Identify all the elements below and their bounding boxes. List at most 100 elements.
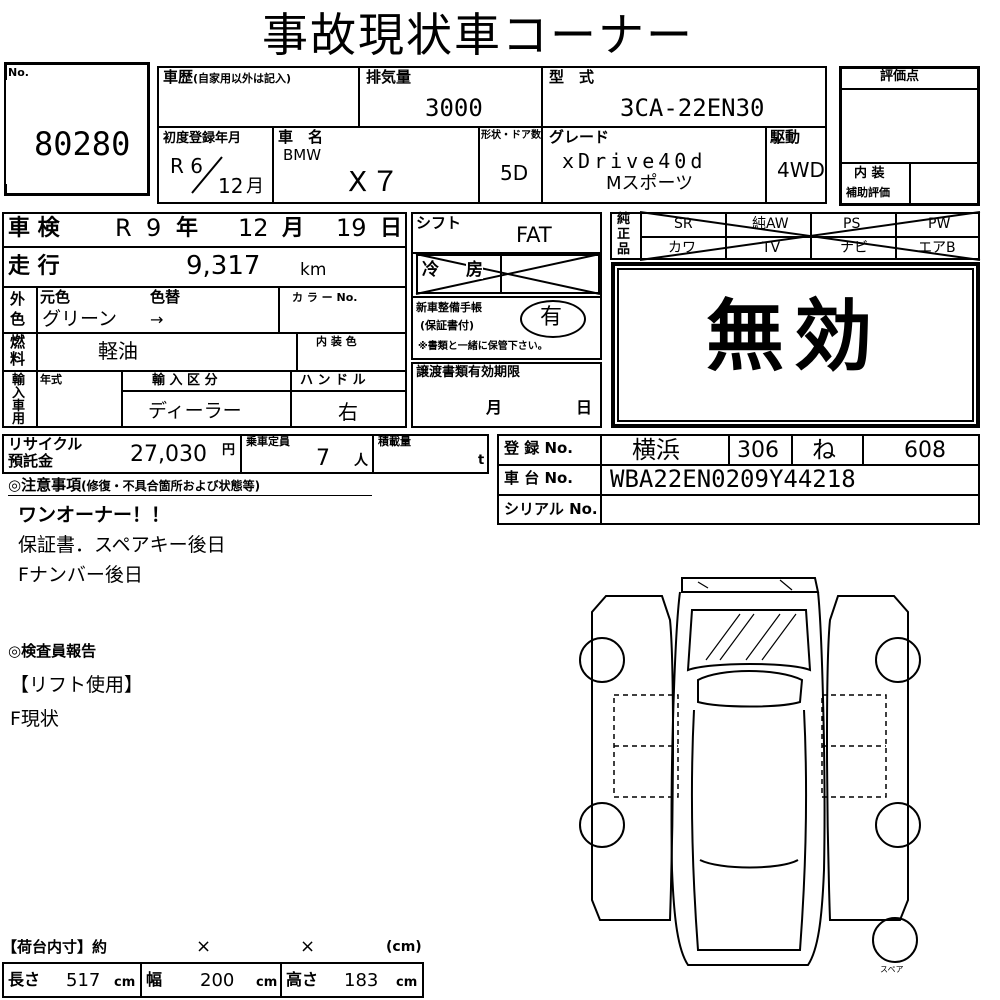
car-name-label: 車 名 bbox=[278, 128, 324, 146]
equipment-cross bbox=[639, 211, 981, 261]
grade-line1: xDrive40d bbox=[562, 149, 707, 173]
car-diagram: スペア bbox=[579, 577, 921, 974]
registration-label: 登 録 No. bbox=[504, 439, 574, 457]
equip-navi: ナビ bbox=[840, 240, 868, 256]
no-label: No. bbox=[8, 66, 29, 79]
ac-cross bbox=[415, 253, 601, 295]
registration-number: 608 bbox=[904, 438, 946, 463]
mileage-value: 9,317 bbox=[186, 251, 261, 281]
equip-side-2: 正 bbox=[617, 227, 631, 242]
inspector-line-1: 【リフト使用】 bbox=[10, 674, 144, 696]
equip-pw: PW bbox=[928, 216, 951, 232]
invalid-stamp-box bbox=[611, 262, 980, 428]
color-code-label: カ ラ ー No. bbox=[292, 291, 358, 304]
note-line-1: ワンオーナー！！ bbox=[18, 504, 171, 526]
warranty-note: ※書類と一緒に保管下さい。 bbox=[418, 341, 548, 352]
load-label: 積載量 bbox=[378, 435, 411, 448]
cargo-x2: × bbox=[300, 936, 316, 957]
equip-sr: SR bbox=[674, 216, 693, 232]
import-year-label: 年式 bbox=[40, 373, 62, 386]
interior-label: 内 装 bbox=[854, 166, 885, 181]
equip-airbag: エアB bbox=[918, 240, 956, 256]
cargo-height-cm: cm bbox=[396, 975, 418, 990]
handle-value: 右 bbox=[338, 400, 358, 424]
mileage-unit: km bbox=[300, 260, 327, 280]
serial-label: シリアル No. bbox=[504, 500, 598, 518]
import-side-2: 入 bbox=[12, 386, 26, 401]
equip-leather: カワ bbox=[668, 240, 696, 256]
car-model: X７ bbox=[348, 165, 404, 198]
ac-label-1: 冷 bbox=[422, 260, 439, 280]
warranty-value: 有 bbox=[540, 305, 563, 330]
cargo-width-cm: cm bbox=[256, 975, 278, 990]
handle-label: ハ ン ド ル bbox=[300, 373, 366, 388]
grade-line2: Mスポーツ bbox=[606, 173, 694, 194]
no-box bbox=[4, 62, 150, 196]
color-side-1: 外 bbox=[10, 290, 26, 308]
color-arrow: → bbox=[150, 310, 164, 329]
shift-label: シフト bbox=[416, 214, 462, 232]
shift-value: FAT bbox=[516, 223, 552, 247]
inspection-year: 9 bbox=[146, 214, 162, 242]
aux-label: 補助評価 bbox=[846, 186, 890, 199]
shift-block bbox=[411, 212, 602, 360]
fuel-side-2: 料 bbox=[10, 350, 26, 368]
body-label: 形状・ドア数 bbox=[481, 130, 541, 141]
fuel-value: 軽油 bbox=[98, 339, 138, 363]
drive-value: 4WD bbox=[777, 158, 825, 182]
registration-kana: ね bbox=[812, 436, 836, 464]
first-reg-month: 12 bbox=[218, 174, 244, 198]
drive-label: 駆動 bbox=[770, 128, 801, 146]
cargo-table bbox=[2, 962, 424, 998]
recycle-row bbox=[2, 434, 489, 474]
cargo-length-cm: cm bbox=[114, 975, 136, 990]
cargo-heading: 【荷台内寸】約 bbox=[2, 938, 108, 956]
cargo-height-label: 高さ bbox=[286, 970, 319, 989]
equip-side-1: 純 bbox=[617, 212, 631, 227]
model-type-label: 型 式 bbox=[549, 68, 595, 86]
notes-heading: ◎注意事項(修復・不具合箇所および状態等) bbox=[8, 476, 261, 494]
recycle-label-2: 預託金 bbox=[8, 452, 54, 470]
load-unit: t bbox=[478, 453, 485, 468]
import-side-3: 車 bbox=[12, 399, 26, 414]
registration-class: 306 bbox=[737, 438, 779, 463]
registration-table bbox=[497, 434, 980, 525]
inspection-era: R bbox=[115, 214, 132, 242]
model-type-value: 3CA-22EN30 bbox=[620, 94, 765, 122]
equip-side-3: 品 bbox=[617, 242, 631, 257]
note-line-2: 保証書．スペアキー後日 bbox=[18, 534, 226, 556]
note-line-3: Fナンバー後日 bbox=[18, 564, 143, 586]
cargo-width-label: 幅 bbox=[146, 970, 163, 989]
color-value: グリーン bbox=[42, 308, 118, 330]
import-type-value: ディーラー bbox=[148, 400, 242, 422]
original-color-label: 元色 bbox=[40, 288, 71, 306]
first-reg-era: R 6 bbox=[170, 154, 203, 178]
spare-label: スペア bbox=[880, 965, 903, 974]
inspection-block bbox=[2, 212, 407, 428]
fuel-side-1: 燃 bbox=[10, 333, 26, 351]
chassis-label: 車 台 No. bbox=[504, 469, 574, 487]
registration-area: 横浜 bbox=[632, 436, 680, 464]
equip-alloy: 純AW bbox=[752, 216, 789, 232]
evaluation-label: 評価点 bbox=[880, 69, 920, 84]
color-side-2: 色 bbox=[10, 310, 26, 328]
capacity-unit: 人 bbox=[354, 453, 368, 469]
transfer-month-unit: 月 bbox=[486, 398, 503, 417]
cargo-length-label: 長さ bbox=[8, 970, 41, 989]
car-maker: BMW bbox=[283, 146, 322, 164]
mileage-label: 走 行 bbox=[8, 254, 60, 279]
inspection-year-unit: 年 bbox=[176, 216, 199, 241]
invalid-stamp: 無効 bbox=[706, 292, 883, 382]
history-label: 車歴(自家用以外は記入) bbox=[163, 68, 292, 86]
repaint-label: 色替 bbox=[150, 288, 181, 306]
transfer-label: 譲渡書類有効期限 bbox=[416, 365, 521, 380]
transfer-day-unit: 日 bbox=[576, 398, 593, 417]
grade-label: グレード bbox=[549, 128, 610, 146]
import-type-label: 輸 入 区 分 bbox=[152, 373, 218, 388]
warranty-label-1: 新車整備手帳 bbox=[416, 301, 482, 314]
displacement-label: 排気量 bbox=[366, 68, 412, 86]
import-side-1: 輸 bbox=[12, 373, 26, 388]
warranty-oval bbox=[520, 300, 586, 338]
inspection-day-unit: 日 bbox=[380, 216, 403, 241]
inspection-month-unit: 月 bbox=[282, 216, 305, 241]
